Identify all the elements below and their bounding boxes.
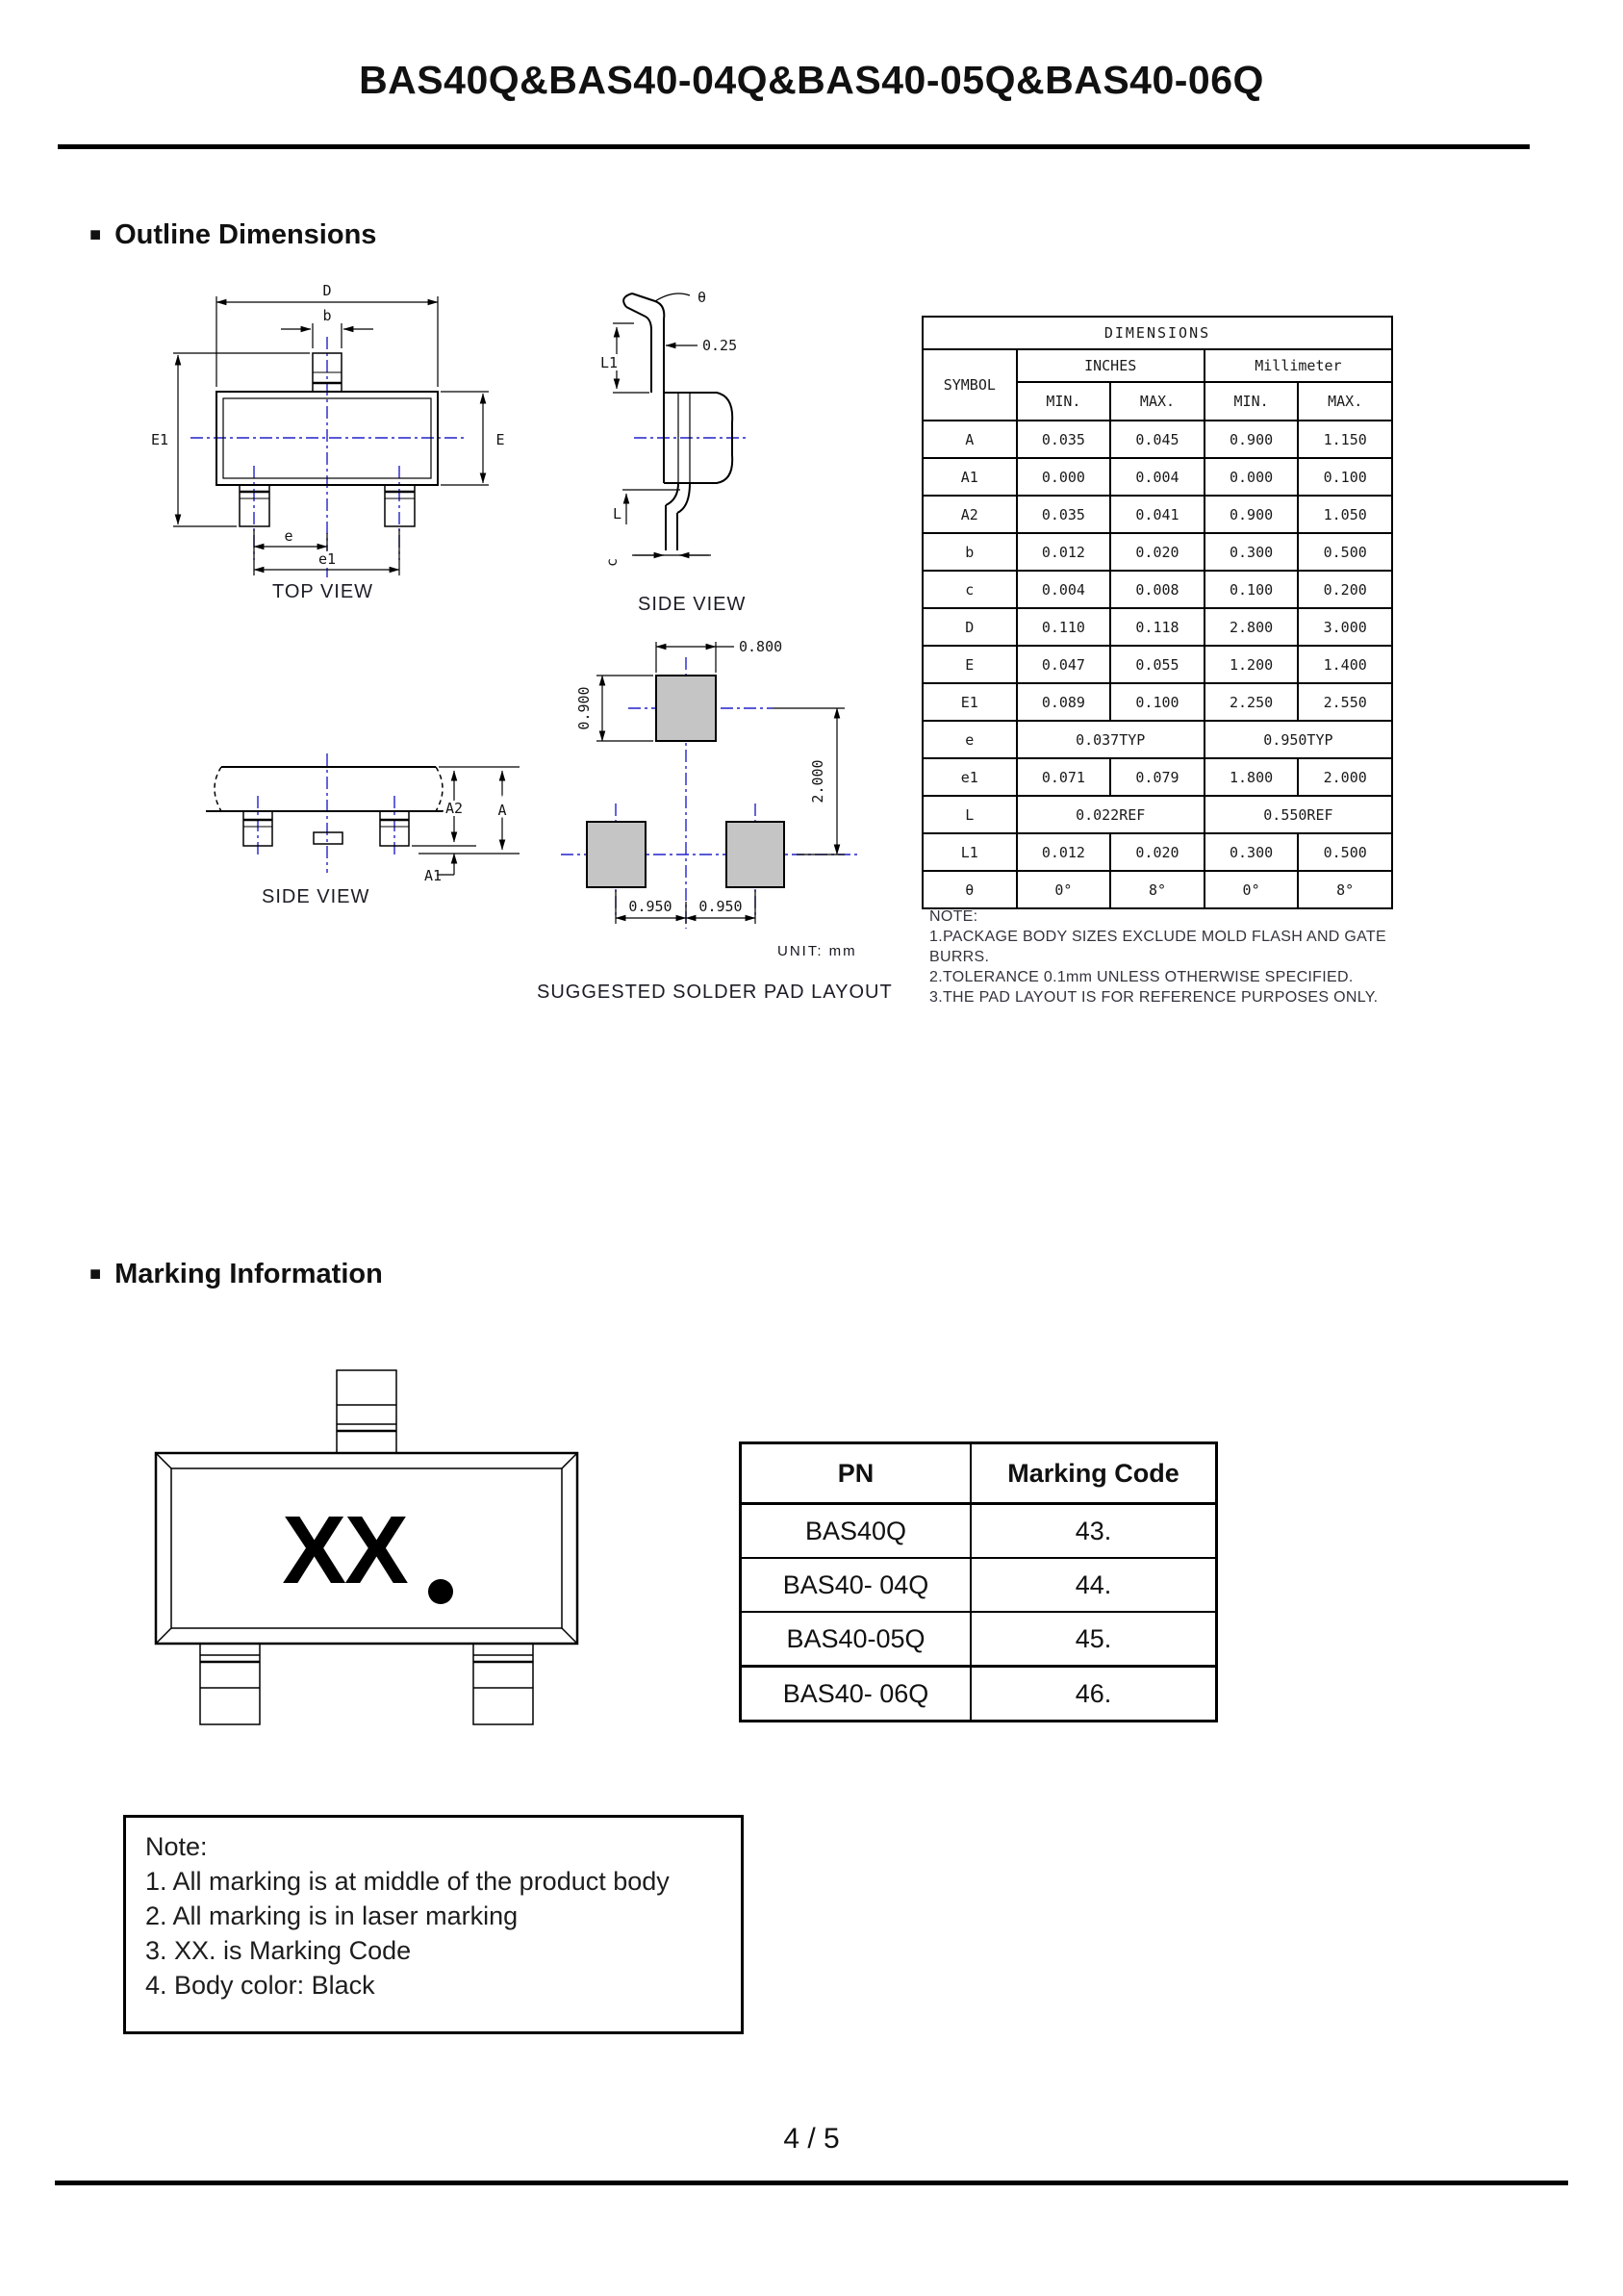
note-item: 1. All marking is at middle of the produ…	[145, 1867, 670, 1896]
table-title: DIMENSIONS	[922, 316, 1393, 350]
section-heading-text: Marking Information	[114, 1259, 383, 1289]
marking-dot	[428, 1579, 453, 1604]
symbol-header: SYMBOL	[922, 348, 1018, 421]
lead-top	[336, 1369, 397, 1454]
centerlines	[257, 753, 395, 873]
dim-pad-width: 0.800	[739, 638, 782, 655]
lead-left	[242, 810, 273, 847]
pad-layout-label: SUGGESTED SOLDER PAD LAYOUT	[537, 982, 893, 1003]
note-item: 2. All marking is in laser marking	[145, 1901, 519, 1930]
table-group-header-row: SYMBOL INCHES Millimeter	[922, 348, 1394, 421]
table-title-row: DIMENSIONS	[922, 316, 1393, 350]
section-heading-text: Outline Dimensions	[114, 219, 377, 250]
table-row: BAS40Q 43.	[739, 1502, 1218, 1559]
dim-label-L: L	[613, 505, 621, 523]
dim-label-E: E	[495, 431, 504, 448]
table-row: BAS40-05Q 45.	[739, 1611, 1218, 1668]
page-number: 4 / 5	[783, 2123, 840, 2155]
dim-label-A2: A2	[445, 800, 463, 817]
section-bullet-icon: ■	[89, 224, 102, 245]
note-item: 2.TOLERANCE 0.1mm UNLESS OTHERWISE SPECI…	[929, 969, 1354, 985]
solder-pad-bottom-right	[725, 821, 785, 888]
pn-header: PN	[739, 1441, 972, 1505]
outline-note: NOTE: 1.PACKAGE BODY SIZES EXCLUDE MOLD …	[929, 906, 1415, 1008]
table-row: BAS40- 06Q 46.	[739, 1665, 1218, 1722]
marking-package-drawing: XX	[154, 1369, 579, 1725]
dim-pad-vpitch: 2.000	[809, 759, 826, 803]
dim-label-E1: E1	[151, 431, 168, 448]
footer-rule	[55, 2181, 1568, 2185]
lead-bottom-right	[384, 484, 416, 527]
side-view-right-label: SIDE VIEW	[638, 594, 747, 615]
top-view-label: TOP VIEW	[272, 581, 374, 602]
dim-label-e1: e1	[318, 550, 336, 568]
dim-label-b: b	[322, 307, 331, 324]
lead-bottom-left	[199, 1643, 261, 1725]
marking-code-header: Marking Code	[970, 1441, 1218, 1505]
millimeter-header: Millimeter	[1203, 348, 1394, 383]
page-title: BAS40Q&BAS40-04Q&BAS40-05Q&BAS40-06Q	[359, 58, 1264, 102]
note-title: Note:	[145, 1832, 208, 1861]
side-view-front-drawing: A2 A A1	[206, 753, 520, 884]
dim-pitch-right: 0.950	[698, 898, 742, 915]
table-sub-header-row: MIN. MAX. MIN. MAX.	[923, 381, 1393, 421]
solder-pad-layout-drawing: 0.800 0.900 2.000 0.950 0.950 UNIT: mm	[561, 638, 859, 959]
section-heading-outline: ■ Outline Dimensions	[89, 219, 376, 251]
lead-bottom-left	[239, 484, 270, 527]
dim-label-A1: A1	[424, 867, 442, 884]
note-title: NOTE:	[929, 908, 978, 925]
note-item: 4. Body color: Black	[145, 1971, 375, 2000]
package-body-inner	[170, 1467, 563, 1629]
unit-label: UNIT: mm	[777, 943, 857, 959]
note-item: 1.PACKAGE BODY SIZES EXCLUDE MOLD FLASH …	[929, 929, 1386, 965]
lead-right	[379, 810, 410, 847]
dim-label-c: c	[603, 558, 621, 567]
package-body-outline	[154, 1451, 579, 1645]
marking-code-table: PN Marking Code BAS40Q 43. BAS40- 04Q 44…	[739, 1441, 1218, 1722]
lead-center-tip	[313, 831, 343, 845]
note-item: 3.THE PAD LAYOUT IS FOR REFERENCE PURPOS…	[929, 989, 1379, 1006]
header-rule	[58, 144, 1530, 149]
solder-pad-top	[655, 675, 717, 742]
lead-bottom-right	[472, 1643, 534, 1725]
side-view-profile-drawing: θ 0.25 L1 L c	[597, 289, 748, 567]
solder-pad-bottom-left	[586, 821, 647, 888]
dimensions-table: DIMENSIONS SYMBOL INCHES Millimeter MIN.…	[922, 316, 1394, 909]
side-view-left-label: SIDE VIEW	[262, 886, 370, 907]
dim-label-theta: θ	[697, 289, 706, 306]
dim-label-e: e	[284, 527, 292, 545]
top-view-drawing: D b E1 E e e1	[148, 282, 505, 577]
section-bullet-icon: ■	[89, 1263, 102, 1285]
dim-label-D: D	[322, 282, 331, 299]
package-body-inner	[222, 397, 432, 479]
note-item: 3. XX. is Marking Code	[145, 1936, 412, 1965]
dim-pad-height: 0.900	[575, 686, 593, 729]
inches-header: INCHES	[1015, 348, 1205, 383]
dim-label-A: A	[497, 802, 506, 819]
dim-pitch-left: 0.950	[628, 898, 672, 915]
section-heading-marking: ■ Marking Information	[89, 1259, 383, 1290]
dim-label-L1: L1	[600, 354, 618, 371]
marking-code-text: XX	[282, 1496, 408, 1604]
dim-label-offset: 0.25	[702, 337, 737, 354]
table-header-row: PN Marking Code	[739, 1441, 1218, 1505]
table-row: BAS40- 04Q 44.	[739, 1557, 1218, 1613]
marking-note-box: Note: 1. All marking is at middle of the…	[123, 1815, 744, 2034]
